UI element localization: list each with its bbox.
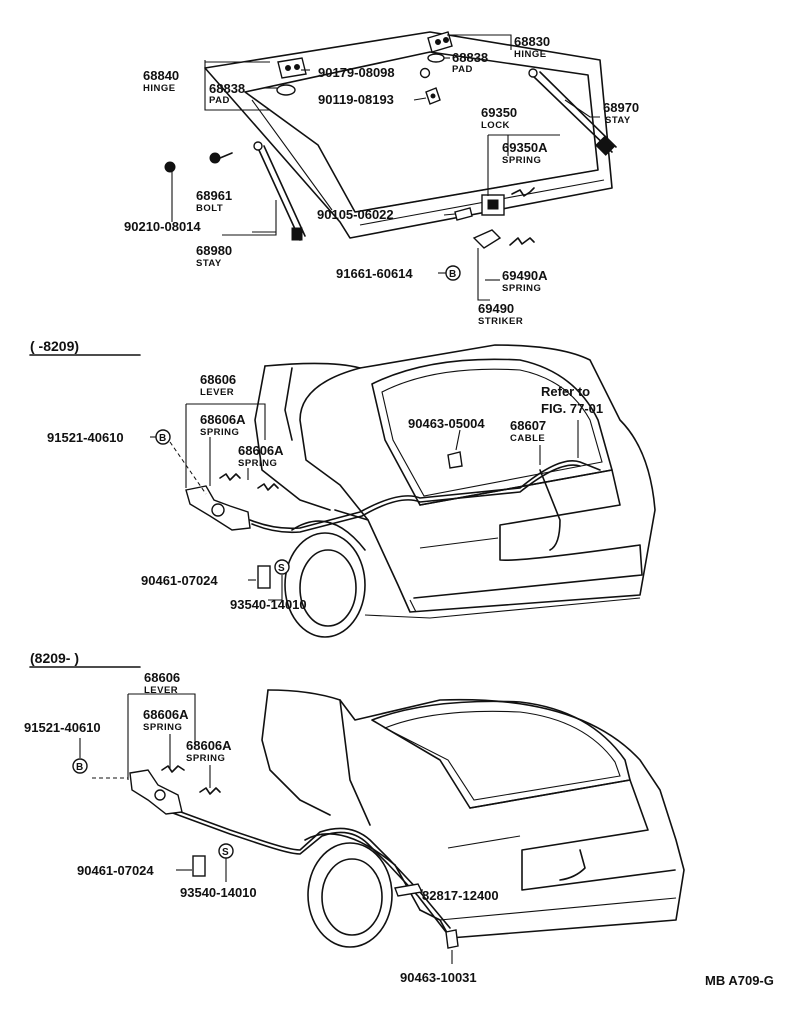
snap-mid-marker (274, 559, 290, 575)
part-label: SPRING (238, 458, 277, 469)
pad-left (276, 84, 296, 96)
part-label: HINGE (514, 49, 547, 60)
part-label: 69490A (502, 268, 548, 283)
part-label: 82817-12400 (422, 888, 499, 903)
part-label: 68838 (209, 81, 245, 96)
part-label: SPRING (200, 427, 239, 438)
part-label: 68606A (238, 443, 284, 458)
part-label: 68840 (143, 68, 179, 83)
part-label: 90461-07024 (141, 573, 218, 588)
part-label: 90461-07024 (77, 863, 154, 878)
bolt-left-part (209, 152, 233, 164)
part-label: STAY (196, 258, 222, 269)
part-label: PAD (452, 64, 473, 75)
part-label: SPRING (186, 753, 225, 764)
part-label: 91521-40610 (47, 430, 124, 445)
part-label: 91521-40610 (24, 720, 101, 735)
part-label: 68606A (143, 707, 189, 722)
part-label: 69350 (481, 105, 517, 120)
drawing-code: MB A709-G (705, 973, 774, 988)
spring2-bot-part (199, 787, 221, 795)
part-label: SPRING (502, 283, 541, 294)
part-label: B (449, 269, 456, 280)
part-label: 69490 (478, 301, 514, 316)
cable-bot-up (559, 849, 586, 881)
part-label: 68606 (200, 372, 236, 387)
part-label: S (222, 847, 229, 858)
part-label: 68961 (196, 188, 232, 203)
part-label: 93540-14010 (230, 597, 307, 612)
spring2-mid-part (257, 483, 279, 491)
part-label: 68607 (510, 418, 546, 433)
bolt-c-part (164, 161, 176, 173)
part-label: FIG. 77-01 (541, 401, 603, 416)
part-label: 68838 (452, 50, 488, 65)
mid-header: ( -8209) (30, 338, 79, 354)
part-label: 90463-05004 (408, 416, 485, 431)
part-label: 68830 (514, 34, 550, 49)
part-label: STAY (605, 115, 631, 126)
cable-mid-down (539, 469, 561, 551)
bot-header: (8209- ) (30, 650, 79, 666)
part-label: 90105-06022 (317, 207, 394, 222)
part-label: 68606A (200, 412, 246, 427)
part-label: LEVER (200, 387, 234, 398)
bolt-a (419, 67, 431, 79)
part-label: 90210-08014 (124, 219, 201, 234)
lever-assembly-mid (185, 473, 279, 531)
car-rear-mid (254, 344, 656, 638)
grommet-bot-part (192, 855, 206, 877)
hinge-left (277, 57, 307, 79)
screw-bot-marker (72, 758, 88, 774)
part-label: HINGE (143, 83, 176, 94)
part-label: 91661-60614 (336, 266, 413, 281)
part-label: SPRING (143, 722, 182, 733)
clamp-mid-part (447, 451, 463, 469)
clamp-bot-part (445, 929, 459, 949)
part-label: 90463-10031 (400, 970, 477, 985)
part-label: S (278, 563, 285, 574)
part-label: LEVER (144, 685, 178, 696)
part-label: BOLT (196, 203, 223, 214)
car-rear-bot (261, 689, 685, 948)
part-label: LOCK (481, 120, 510, 131)
part-label: 68606A (186, 738, 232, 753)
part-label: PAD (209, 95, 230, 106)
spring1-mid-part (219, 473, 241, 481)
bolt-b (425, 87, 441, 105)
part-label: 68606 (144, 670, 180, 685)
cable-mid (249, 460, 601, 530)
screw-part (454, 207, 473, 221)
part-label: B (76, 762, 83, 773)
part-label: 68970 (603, 100, 639, 115)
part-label: CABLE (510, 433, 545, 444)
part-label: B (159, 433, 166, 444)
part-label: SPRING (502, 155, 541, 166)
grommet-mid-part (257, 565, 271, 589)
part-label: 93540-14010 (180, 885, 257, 900)
part-label: 90179-08098 (318, 65, 395, 80)
stay-left (253, 141, 306, 241)
part-label: 69350A (502, 140, 548, 155)
striker-part (472, 229, 502, 249)
part-label: Refer to (541, 384, 590, 399)
hinge-right (427, 31, 453, 53)
spring1-bot-part (161, 765, 185, 773)
part-label: 68980 (196, 243, 232, 258)
pad-right (427, 53, 445, 63)
cable-bot (169, 807, 451, 929)
lock-spring-part (511, 187, 535, 197)
cover-part (394, 883, 424, 897)
part-label: STRIKER (478, 316, 523, 327)
part-label: 90119-08193 (318, 92, 394, 107)
lever-assembly-bot (129, 765, 221, 815)
